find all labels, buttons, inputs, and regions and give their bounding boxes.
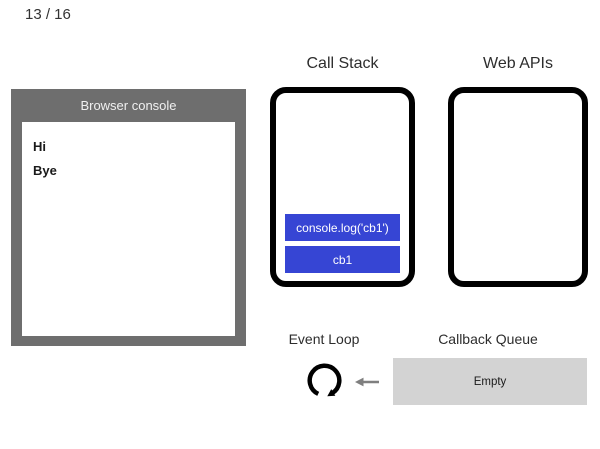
web-apis-panel [448, 87, 588, 287]
call-stack-frame: cb1 [285, 246, 400, 273]
slide-page-indicator: 13 / 16 [25, 6, 71, 23]
browser-console-panel: Browser console Hi Bye [11, 89, 246, 346]
callback-queue-box: Empty [393, 358, 587, 405]
console-log-line: Hi [33, 139, 46, 154]
browser-console-output: Hi Bye [22, 122, 235, 336]
call-stack-frame: console.log('cb1') [285, 214, 400, 241]
web-apis-title: Web APIs [483, 55, 553, 72]
event-loop-title: Event Loop [288, 331, 360, 347]
call-stack-panel: console.log('cb1') cb1 [270, 87, 415, 287]
browser-console-title: Browser console [80, 98, 177, 113]
callback-queue-title: Callback Queue [438, 331, 538, 347]
circular-arrow-icon [306, 362, 343, 399]
callback-queue-content: Empty [473, 375, 507, 388]
left-arrow-icon [354, 374, 380, 390]
call-stack-title: Call Stack [306, 55, 379, 72]
console-log-line: Bye [33, 163, 57, 178]
